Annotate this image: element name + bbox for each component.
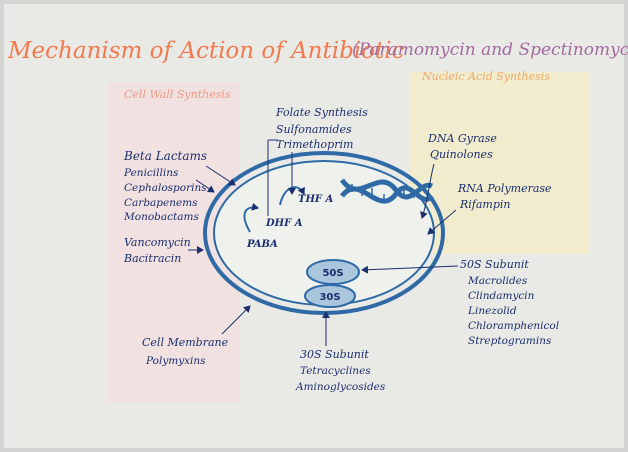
dna-rungs [351, 184, 415, 202]
ribosome-30s [304, 284, 356, 308]
s50-drug: Clindamycin [468, 290, 535, 302]
rna-polymerase-arrow [427, 209, 457, 235]
dhfa-to-thfa-arrow [279, 186, 305, 206]
poster-title: Mechanism of Action of Antibiotic [7, 38, 405, 64]
beta-lactam-drug: Carbapenems [124, 197, 198, 209]
membrane-heading: Cell Membrane [142, 336, 229, 349]
s50-drug: Chloramphenicol [468, 320, 559, 332]
s30-drug: Aminoglycosides [295, 381, 386, 393]
beta-lactam-drug: Cephalosporins [124, 182, 207, 194]
folate-drug: Sulfonamides [276, 123, 352, 136]
beta-lactam-drug: Penicillins [123, 167, 179, 179]
folate-heading: Folate Synthesis [275, 106, 368, 119]
nucleic-acid-heading: Nucleic Acid Synthesis [421, 70, 550, 83]
rna-polymerase-label: RNA Polymerase [457, 182, 552, 195]
ribosome-50s-label: 50S [322, 268, 343, 279]
s50-drug: Macrolides [467, 275, 528, 287]
dna-strand-b [339, 178, 434, 200]
thfa-label: THF A [298, 194, 333, 205]
s50-arrow [361, 265, 459, 274]
s30-heading: 30S Subunit [300, 348, 369, 361]
beta-lactams-arrow [205, 165, 236, 186]
membrane-drug: Polymyxins [145, 355, 206, 367]
vancomycin-label: Vancomycin [124, 236, 191, 249]
dna-gyrase-label: DNA Gyrase [427, 132, 497, 145]
penicillins-arrow [195, 179, 215, 193]
ribosome-30s-label: 30S [319, 292, 340, 303]
ribosome-50s [306, 259, 360, 285]
rifampin-label: Rifampin [459, 198, 511, 211]
beta-lactam-drug: Monobactams [123, 211, 199, 223]
s30-drug: Tetracyclines [300, 365, 371, 377]
poster-subtitle: (Paramomycin and Spectinomycin) [352, 40, 628, 60]
folate-drug: Trimethoprim [276, 138, 353, 151]
s50-heading: 50S Subunit [460, 258, 529, 271]
s50-drug: Streptogramins [468, 335, 552, 347]
paba-to-dhfa-arrow [243, 202, 259, 233]
membrane-arrow [221, 305, 251, 335]
beta-lactams-heading: Beta Lactams [123, 149, 207, 163]
dhfa-label: DHF A [265, 218, 303, 229]
cell-wall-heading: Cell Wall Synthesis [124, 88, 231, 101]
s50-drug: Linezolid [467, 305, 517, 317]
quinolones-label: Quinolones [430, 148, 493, 161]
bacitracin-label: Bacitracin [123, 252, 181, 265]
dna-gyrase-arrow [420, 163, 435, 219]
paba-label: PABA [246, 239, 278, 250]
